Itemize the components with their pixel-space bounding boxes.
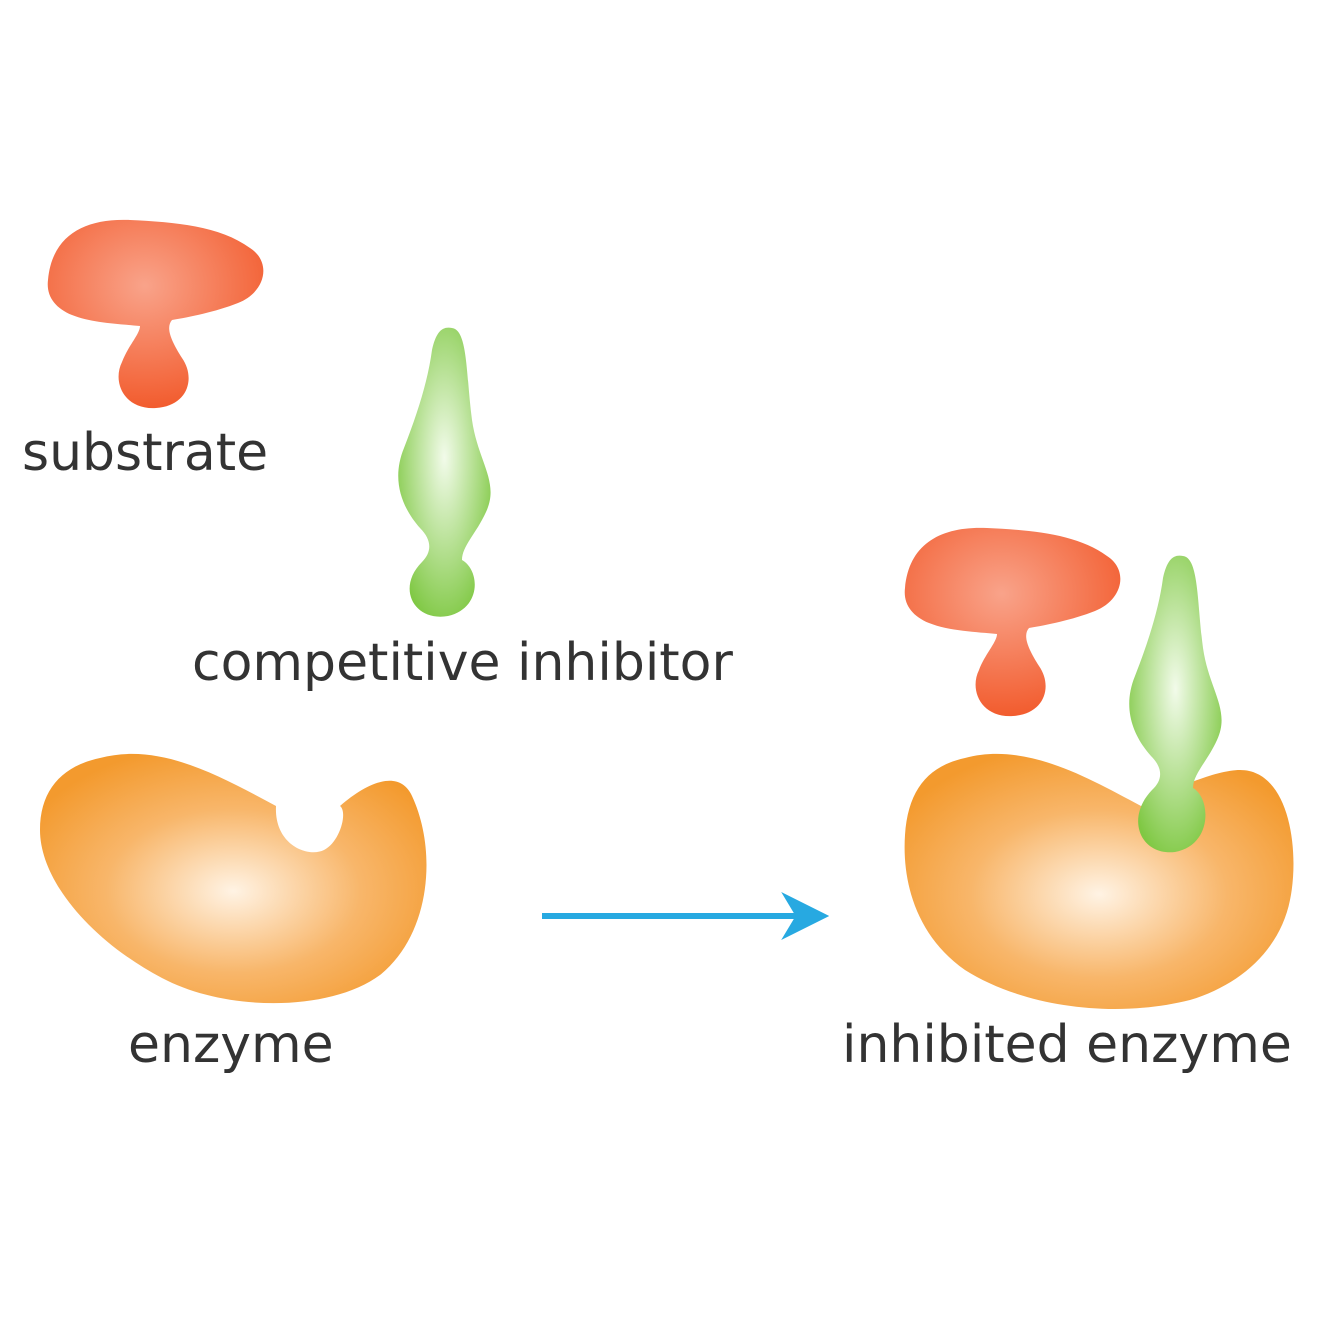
- enzyme-label: enzyme: [128, 1015, 334, 1075]
- inhibited-enzyme-shape: [904, 753, 1294, 1009]
- substrate-shape: [47, 219, 264, 409]
- inhibitor-label: competitive inhibitor: [192, 633, 733, 693]
- enzyme-shape: [40, 753, 427, 1004]
- bound-substrate-shape: [904, 527, 1121, 717]
- substrate-molecule: [47, 219, 264, 409]
- enzyme-molecule: [40, 753, 427, 1004]
- inhibited-enzyme-complex: [904, 527, 1294, 1009]
- substrate-label: substrate: [22, 423, 268, 483]
- bound-inhibitor-shape: [1129, 555, 1222, 853]
- inhibited-enzyme-label: inhibited enzyme: [842, 1015, 1292, 1075]
- inhibitor-shape: [398, 327, 491, 617]
- inhibitor-molecule: [398, 327, 491, 617]
